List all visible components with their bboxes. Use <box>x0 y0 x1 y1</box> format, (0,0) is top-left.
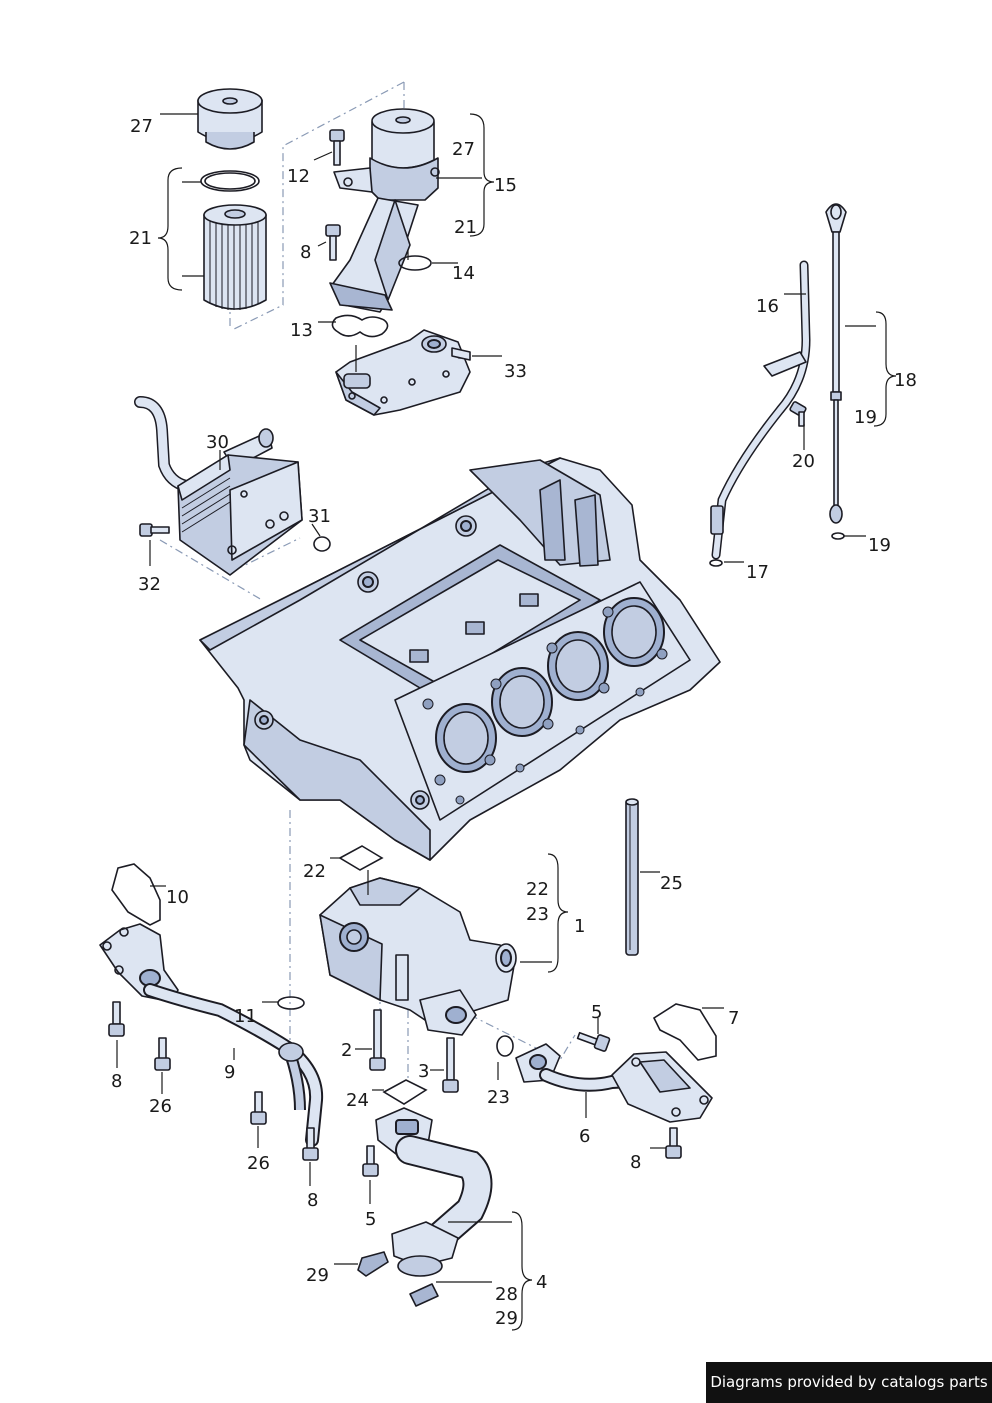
callout-31: 31 <box>308 506 331 527</box>
callout-28: 28 <box>495 1284 518 1305</box>
bolt-8-upper <box>325 224 341 261</box>
gasket-24 <box>382 1079 428 1105</box>
engine-block <box>199 457 721 861</box>
dipstick-guide-tube <box>710 260 811 560</box>
gasket-10 <box>111 863 161 926</box>
callout-8-upper: 8 <box>300 242 311 263</box>
gasket-7 <box>652 1003 717 1061</box>
oil-pump <box>319 877 517 1036</box>
oil-filter-element <box>203 204 267 310</box>
callout-5-right: 5 <box>591 1002 602 1023</box>
callout-26-left: 26 <box>149 1096 172 1117</box>
callout-29-right: 29 <box>495 1308 518 1329</box>
callout-18: 18 <box>894 370 917 391</box>
bolt-8-right <box>665 1127 682 1159</box>
oil-strainer <box>357 1107 493 1307</box>
gasket-22 <box>338 845 384 871</box>
callout-33: 33 <box>504 361 527 382</box>
bolt-5-right <box>576 1031 611 1052</box>
o-ring-23 <box>496 1035 514 1057</box>
callout-27-cap: 27 <box>130 116 153 137</box>
gasket-13 <box>331 314 389 338</box>
filter-bracket <box>335 329 471 416</box>
tube-25 <box>625 798 639 956</box>
oil-pipe-9 <box>99 923 324 1147</box>
callout-19-upper: 19 <box>854 407 877 428</box>
callout-16: 16 <box>756 296 779 317</box>
callout-32: 32 <box>138 574 161 595</box>
bolt-3 <box>442 1037 459 1093</box>
callout-13: 13 <box>290 320 313 341</box>
dipstick <box>825 203 847 524</box>
callout-24: 24 <box>346 1090 369 1111</box>
bolt-2 <box>369 1009 386 1071</box>
callout-1: 1 <box>574 916 585 937</box>
callout-8-left: 8 <box>111 1071 122 1092</box>
callout-8-right: 8 <box>630 1152 641 1173</box>
callout-27-housing: 27 <box>452 139 475 160</box>
callout-10: 10 <box>166 887 189 908</box>
oil-filter-cap <box>197 88 263 150</box>
seal-ring-17 <box>709 559 723 567</box>
callout-6: 6 <box>579 1126 590 1147</box>
screw-20 <box>789 401 807 427</box>
o-ring-filter <box>200 170 260 192</box>
callout-12: 12 <box>287 166 310 187</box>
credit-banner: Diagrams provided by catalogs parts <box>706 1362 992 1403</box>
callout-4: 4 <box>536 1272 547 1293</box>
callout-20: 20 <box>792 451 815 472</box>
oil-pipe-6 <box>515 1043 713 1123</box>
o-ring-14 <box>398 255 432 271</box>
callout-8-lower: 8 <box>307 1190 318 1211</box>
callout-7: 7 <box>728 1008 739 1029</box>
callout-19-lower: 19 <box>868 535 891 556</box>
callout-labels: 27 21 12 27 15 21 8 14 13 33 16 18 19 20… <box>111 116 917 1329</box>
bolt-32 <box>139 523 170 537</box>
callout-15: 15 <box>494 175 517 196</box>
bolt-8-left <box>108 1001 125 1037</box>
bolt-8-lower-left <box>302 1127 319 1161</box>
callout-3: 3 <box>418 1061 429 1082</box>
callout-23-lower: 23 <box>487 1087 510 1108</box>
callout-25: 25 <box>660 873 683 894</box>
callout-2: 2 <box>341 1040 352 1061</box>
bolt-5-lower <box>362 1145 379 1177</box>
callout-29-left: 29 <box>306 1265 329 1286</box>
callout-26-lower: 26 <box>247 1153 270 1174</box>
bolt-26-left <box>154 1037 171 1071</box>
leader-lines <box>116 113 897 1331</box>
callout-9: 9 <box>224 1062 235 1083</box>
callout-17: 17 <box>746 562 769 583</box>
callout-23-right: 23 <box>526 904 549 925</box>
callout-21-housing: 21 <box>454 217 477 238</box>
bolt-26-lower <box>250 1091 267 1125</box>
callout-22-right: 22 <box>526 879 549 900</box>
bolt-12 <box>329 129 345 166</box>
callout-11: 11 <box>234 1006 257 1027</box>
callout-21-left: 21 <box>129 228 152 249</box>
oil-filter-housing <box>329 108 440 313</box>
callout-5-lower: 5 <box>365 1209 376 1230</box>
seal-ring-19 <box>831 532 845 540</box>
callout-14: 14 <box>452 263 475 284</box>
callout-22-left: 22 <box>303 861 326 882</box>
oil-cooler <box>134 396 303 576</box>
o-ring-31 <box>313 536 331 552</box>
o-ring-11 <box>277 996 305 1010</box>
callout-30: 30 <box>206 432 229 453</box>
